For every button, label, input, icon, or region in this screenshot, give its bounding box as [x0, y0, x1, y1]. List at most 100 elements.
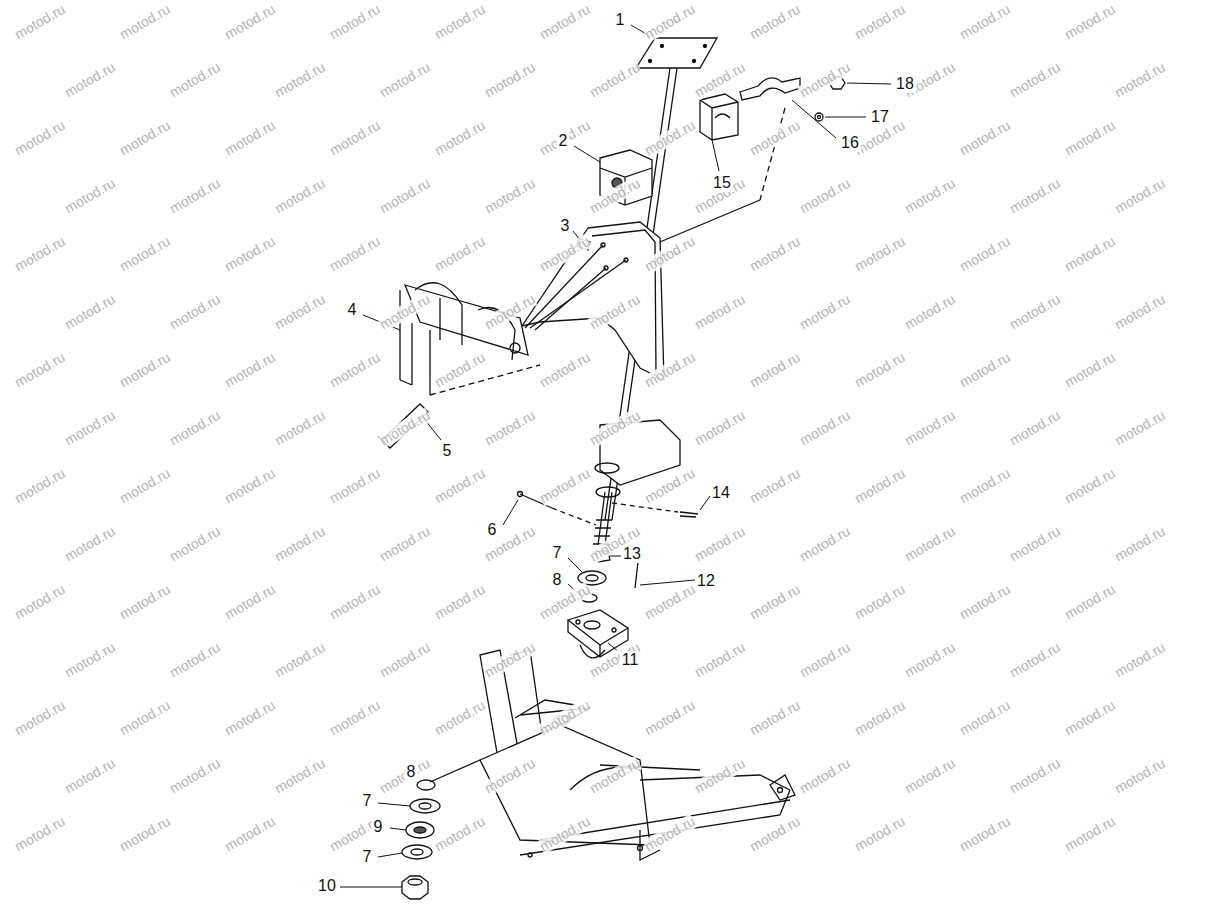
watermark: motod.ru [272, 408, 327, 449]
watermark: motod.ru [327, 2, 382, 43]
watermark: motod.ru [1007, 176, 1062, 217]
watermark: motod.ru [1112, 640, 1167, 681]
watermark: motod.ru [747, 118, 802, 159]
watermark: motod.ru [432, 698, 487, 739]
watermark: motod.ru [642, 118, 697, 159]
callout-number: 7 [361, 848, 374, 866]
watermark: motod.ru [327, 350, 382, 391]
watermark: motod.ru [1112, 408, 1167, 449]
watermark: motod.ru [12, 118, 67, 159]
watermark: motod.ru [692, 640, 747, 681]
watermark: motod.ru [797, 756, 852, 797]
watermark: motod.ru [482, 640, 537, 681]
callout-number: 13 [621, 545, 643, 563]
callout-number: 4 [346, 301, 359, 319]
watermark: motod.ru [482, 60, 537, 101]
watermark: motod.ru [12, 466, 67, 507]
watermark: motod.ru [902, 408, 957, 449]
watermark: motod.ru [852, 698, 907, 739]
watermark: motod.ru [117, 234, 172, 275]
watermark: motod.ru [957, 350, 1012, 391]
watermark: motod.ru [1112, 524, 1167, 565]
watermark: motod.ru [62, 524, 117, 565]
watermark: motod.ru [117, 2, 172, 43]
watermark: motod.ru [117, 698, 172, 739]
watermark: motod.ru [117, 814, 172, 855]
watermark: motod.ru [1062, 466, 1117, 507]
callout-number: 8 [551, 571, 564, 589]
watermark: motod.ru [272, 292, 327, 333]
watermark: motod.ru [747, 2, 802, 43]
callout-number: 8 [405, 763, 418, 781]
watermark: motod.ru [272, 176, 327, 217]
callout-number: 1 [614, 11, 627, 29]
watermark: motod.ru [1062, 118, 1117, 159]
watermark: motod.ru [432, 582, 487, 623]
watermark: motod.ru [747, 698, 802, 739]
watermark: motod.ru [222, 118, 277, 159]
watermark: motod.ru [12, 234, 67, 275]
watermark: motod.ru [167, 176, 222, 217]
watermark: motod.ru [222, 698, 277, 739]
watermark: motod.ru [432, 234, 487, 275]
watermark: motod.ru [957, 234, 1012, 275]
watermark: motod.ru [1062, 234, 1117, 275]
watermark: motod.ru [327, 698, 382, 739]
watermark: motod.ru [692, 408, 747, 449]
watermark: motod.ru [1112, 292, 1167, 333]
watermark: motod.ru [117, 582, 172, 623]
watermark: motod.ru [957, 582, 1012, 623]
watermark: motod.ru [537, 2, 592, 43]
watermark: motod.ru [117, 350, 172, 391]
watermark: motod.ru [902, 640, 957, 681]
watermark: motod.ru [642, 2, 697, 43]
callout-number: 14 [710, 484, 732, 502]
watermark: motod.ru [222, 582, 277, 623]
callout-number: 12 [695, 572, 717, 590]
watermark: motod.ru [852, 466, 907, 507]
watermark: motod.ru [327, 582, 382, 623]
watermark: motod.ru [747, 234, 802, 275]
watermark: motod.ru [12, 582, 67, 623]
watermark: motod.ru [1062, 582, 1117, 623]
watermark: motod.ru [1112, 756, 1167, 797]
watermark: motod.ru [222, 350, 277, 391]
watermark: motod.ru [432, 118, 487, 159]
watermark: motod.ru [272, 756, 327, 797]
watermark: motod.ru [852, 582, 907, 623]
watermark: motod.ru [12, 350, 67, 391]
watermark: motod.ru [432, 2, 487, 43]
watermark: motod.ru [377, 408, 432, 449]
watermark: motod.ru [797, 640, 852, 681]
watermark: motod.ru [272, 60, 327, 101]
watermark: motod.ru [747, 582, 802, 623]
watermark: motod.ru [327, 118, 382, 159]
watermark: motod.ru [747, 814, 802, 855]
watermark: motod.ru [377, 60, 432, 101]
watermark: motod.ru [1062, 814, 1117, 855]
callout-number: 17 [869, 108, 891, 126]
watermark: motod.ru [797, 524, 852, 565]
callout-number: 2 [557, 132, 570, 150]
callout-number: 15 [711, 174, 733, 192]
watermark: motod.ru [62, 640, 117, 681]
watermark: motod.ru [1062, 2, 1117, 43]
watermark: motod.ru [482, 176, 537, 217]
watermark: motod.ru [1007, 408, 1062, 449]
watermark: motod.ru [62, 292, 117, 333]
watermark: motod.ru [62, 756, 117, 797]
watermark: motod.ru [957, 466, 1012, 507]
callout-number: 18 [894, 75, 916, 93]
watermark: motod.ru [327, 466, 382, 507]
watermark: motod.ru [432, 466, 487, 507]
watermark: motod.ru [117, 118, 172, 159]
callout-number: 9 [372, 818, 385, 836]
callout-number: 3 [559, 217, 572, 235]
watermark: motod.ru [852, 234, 907, 275]
watermark: motod.ru [537, 466, 592, 507]
watermark: motod.ru [797, 60, 852, 101]
watermark: motod.ru [1007, 640, 1062, 681]
callout-number: 10 [316, 877, 338, 895]
watermark: motod.ru [167, 60, 222, 101]
callout-number: 6 [486, 521, 499, 539]
